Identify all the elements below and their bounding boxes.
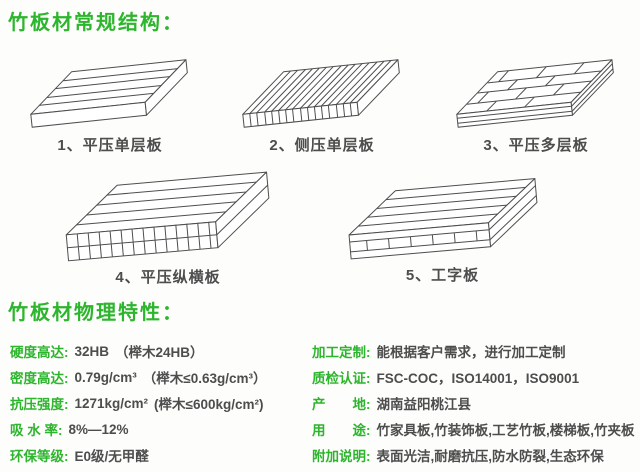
spec-value: E0级/无甲醛 (74, 449, 149, 464)
flat-pressed-cross-layer-icon (65, 171, 270, 262)
spec-column-left: 硬度高达: 32HB （榉木24HB） 密度高达: 0.79g/cm³ （榉木≤… (10, 338, 310, 468)
diagram-label: 3、平压多层板 (483, 137, 589, 154)
spec-value: 能根据客户需求，进行加工定制 (376, 345, 566, 360)
spec-value: 0.79g/cm³ (74, 369, 137, 385)
side-pressed-single-layer-icon (242, 59, 400, 128)
diagram-label: 1、平压单层板 (57, 137, 163, 154)
spec-row-usage: 用 途: 竹家具板,竹装饰板,工艺竹板,楼梯板,竹夹板 (312, 416, 638, 442)
spec-value: 表面光洁,耐磨抗压,防水防裂,生态环保 (376, 449, 604, 464)
section-title-structure: 竹板材常规结构： (8, 12, 184, 34)
spec-label: 吸 水 率: (10, 423, 63, 438)
spec-value: 1271kg/cm² (74, 395, 149, 411)
diagram-label: 5、工字板 (405, 267, 480, 284)
spec-value: FSC-COC，ISO14001，ISO9001 (376, 371, 580, 386)
diagram-label: 2、侧压单层板 (269, 137, 375, 154)
spec-column-right: 加工定制: 能根据客户需求，进行加工定制 质检认证: FSC-COC，ISO14… (312, 338, 638, 468)
spec-row-origin: 产 地: 湖南益阳桃江县 (312, 390, 638, 416)
spec-label: 密度高达: (10, 371, 69, 386)
spec-label: 产 地: (312, 397, 371, 412)
spec-row-water-absorption: 吸 水 率: 8%—12% (10, 416, 310, 442)
spec-label: 抗压强度: (10, 397, 69, 412)
spec-value: 湖南益阳桃江县 (376, 397, 472, 412)
flat-pressed-single-layer-icon (30, 59, 188, 128)
spec-label: 用 途: (312, 423, 371, 438)
spec-label: 附加说明: (312, 449, 371, 464)
spec-row-density: 密度高达: 0.79g/cm³ （榉木≤0.63g/cm³） (10, 364, 310, 390)
diagram-flat-pressed-multi-layer: 3、平压多层板 (436, 48, 636, 155)
spec-value: 32HB (74, 343, 110, 359)
diagram-flat-pressed-cross-layer: 4、平压纵横板 (48, 166, 288, 287)
spec-row-environmental-grade: 环保等级: E0级/无甲醛 (10, 442, 310, 468)
spec-row-certification: 质检认证: FSC-COC，ISO14001，ISO9001 (312, 364, 638, 390)
section-title-physical: 竹板材物理特性： (8, 302, 184, 324)
diagram-side-pressed-single-layer: 2、侧压单层板 (222, 48, 422, 155)
diagram-flat-pressed-single-layer: 1、平压单层板 (8, 48, 212, 155)
spec-label: 硬度高达: (10, 345, 69, 360)
spec-row-additional-notes: 附加说明: 表面光洁,耐磨抗压,防水防裂,生态环保 (312, 442, 638, 468)
spec-label: 加工定制: (312, 345, 371, 360)
flat-pressed-multi-layer-icon (456, 59, 614, 128)
spec-note: （榉木≤0.63g/cm³） (142, 371, 267, 386)
spec-note: （榉木24HB） (115, 345, 204, 360)
spec-label: 环保等级: (10, 449, 69, 464)
spec-value: 8%—12% (68, 421, 129, 437)
spec-value: 竹家具板,竹装饰板,工艺竹板,楼梯板,竹夹板 (376, 423, 635, 438)
spec-label: 质检认证: (312, 371, 371, 386)
spec-row-compressive-strength: 抗压强度: 1271kg/cm² (榉木≤600kg/cm²) (10, 390, 310, 416)
diagram-label: 4、平压纵横板 (115, 269, 221, 286)
spec-note: (榉木≤600kg/cm²) (154, 397, 264, 412)
diagram-i-shaped-board: 5、工字板 (330, 172, 555, 285)
i-shaped-board-icon (348, 178, 538, 260)
spec-row-hardness: 硬度高达: 32HB （榉木24HB） (10, 338, 310, 364)
spec-row-customization: 加工定制: 能根据客户需求，进行加工定制 (312, 338, 638, 364)
